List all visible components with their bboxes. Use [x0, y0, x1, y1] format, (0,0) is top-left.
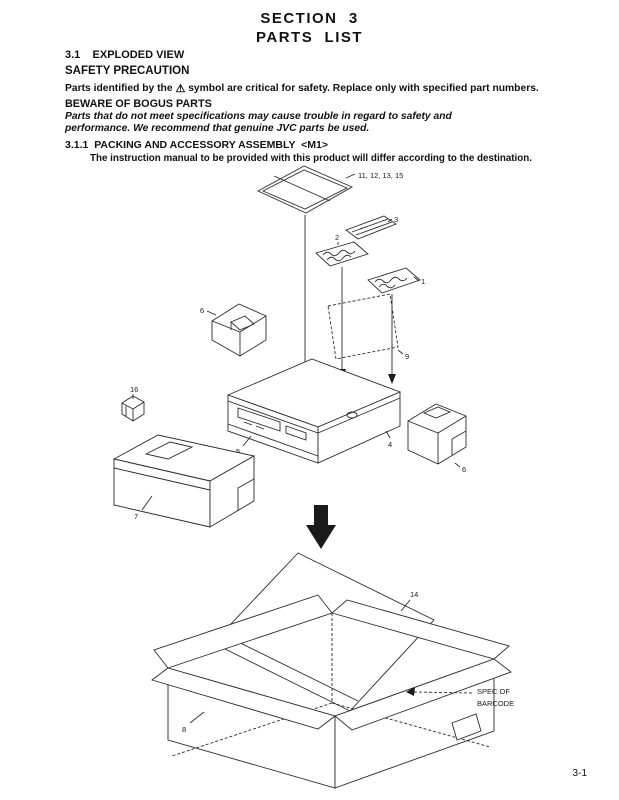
cable-part-2	[315, 241, 369, 267]
part-label-3: 3	[394, 215, 398, 224]
part-label-2: 2	[335, 233, 339, 242]
part-label-manuals: 11, 12, 13, 15	[358, 171, 403, 180]
exploded-view-diagram: 11, 12, 13, 15 3 2	[112, 165, 514, 789]
foam-spacer-left	[206, 303, 267, 357]
barcode-callout	[406, 687, 482, 741]
part-label-16: 16	[130, 385, 138, 394]
section-title: SECTION 3	[260, 10, 359, 27]
part-label-7: 7	[134, 512, 138, 521]
vcr-unit	[226, 358, 402, 464]
foam-spacer-right	[407, 403, 467, 468]
part-label-9: 9	[405, 352, 409, 361]
safety-text-before: Parts identified by the	[65, 83, 173, 94]
safety-precaution-text: Parts identified by the ⚠ symbol are cri…	[65, 81, 539, 95]
part-label-14: 14	[410, 590, 418, 599]
pack-direction-arrow	[306, 505, 336, 549]
carton-box	[151, 594, 512, 789]
packing-note: The instruction manual to be provided wi…	[90, 153, 532, 164]
remote-control	[345, 215, 397, 240]
heading-safety-precaution: SAFETY PRECAUTION	[65, 65, 190, 77]
heading-bogus-parts: BEWARE OF BOGUS PARTS	[65, 98, 212, 110]
part-label-8: 8	[182, 725, 186, 734]
manual-bag	[256, 165, 356, 214]
part-label-5: 5	[236, 447, 240, 456]
part-label-6-right: 6	[462, 465, 466, 474]
page-number: 3-1	[572, 768, 587, 779]
safety-text-after: symbol are critical for safety. Replace …	[188, 83, 539, 94]
barcode-label-line1: SPEC OF	[477, 687, 510, 696]
heading-exploded-view: 3.1 EXPLODED VIEW	[65, 49, 185, 61]
barcode-label-line2: BARCODE	[477, 699, 514, 708]
foam-endcap-left	[112, 434, 256, 528]
cardboard-sheet	[212, 552, 435, 712]
heading-packing-assembly: 3.1.1 PACKING AND ACCESSORY ASSEMBLY <M1…	[65, 139, 328, 151]
cable-part-1	[367, 267, 421, 294]
part-label-1: 1	[421, 277, 425, 286]
part-label-4: 4	[388, 440, 392, 449]
part-label-6-left: 6	[200, 306, 204, 315]
section-subtitle: PARTS LIST	[255, 29, 364, 46]
poly-bag-9	[327, 293, 404, 360]
bogus-parts-text: Parts that do not meet specifications ma…	[65, 111, 452, 134]
foam-piece-16	[121, 394, 145, 422]
warning-triangle-icon: ⚠	[175, 82, 186, 95]
